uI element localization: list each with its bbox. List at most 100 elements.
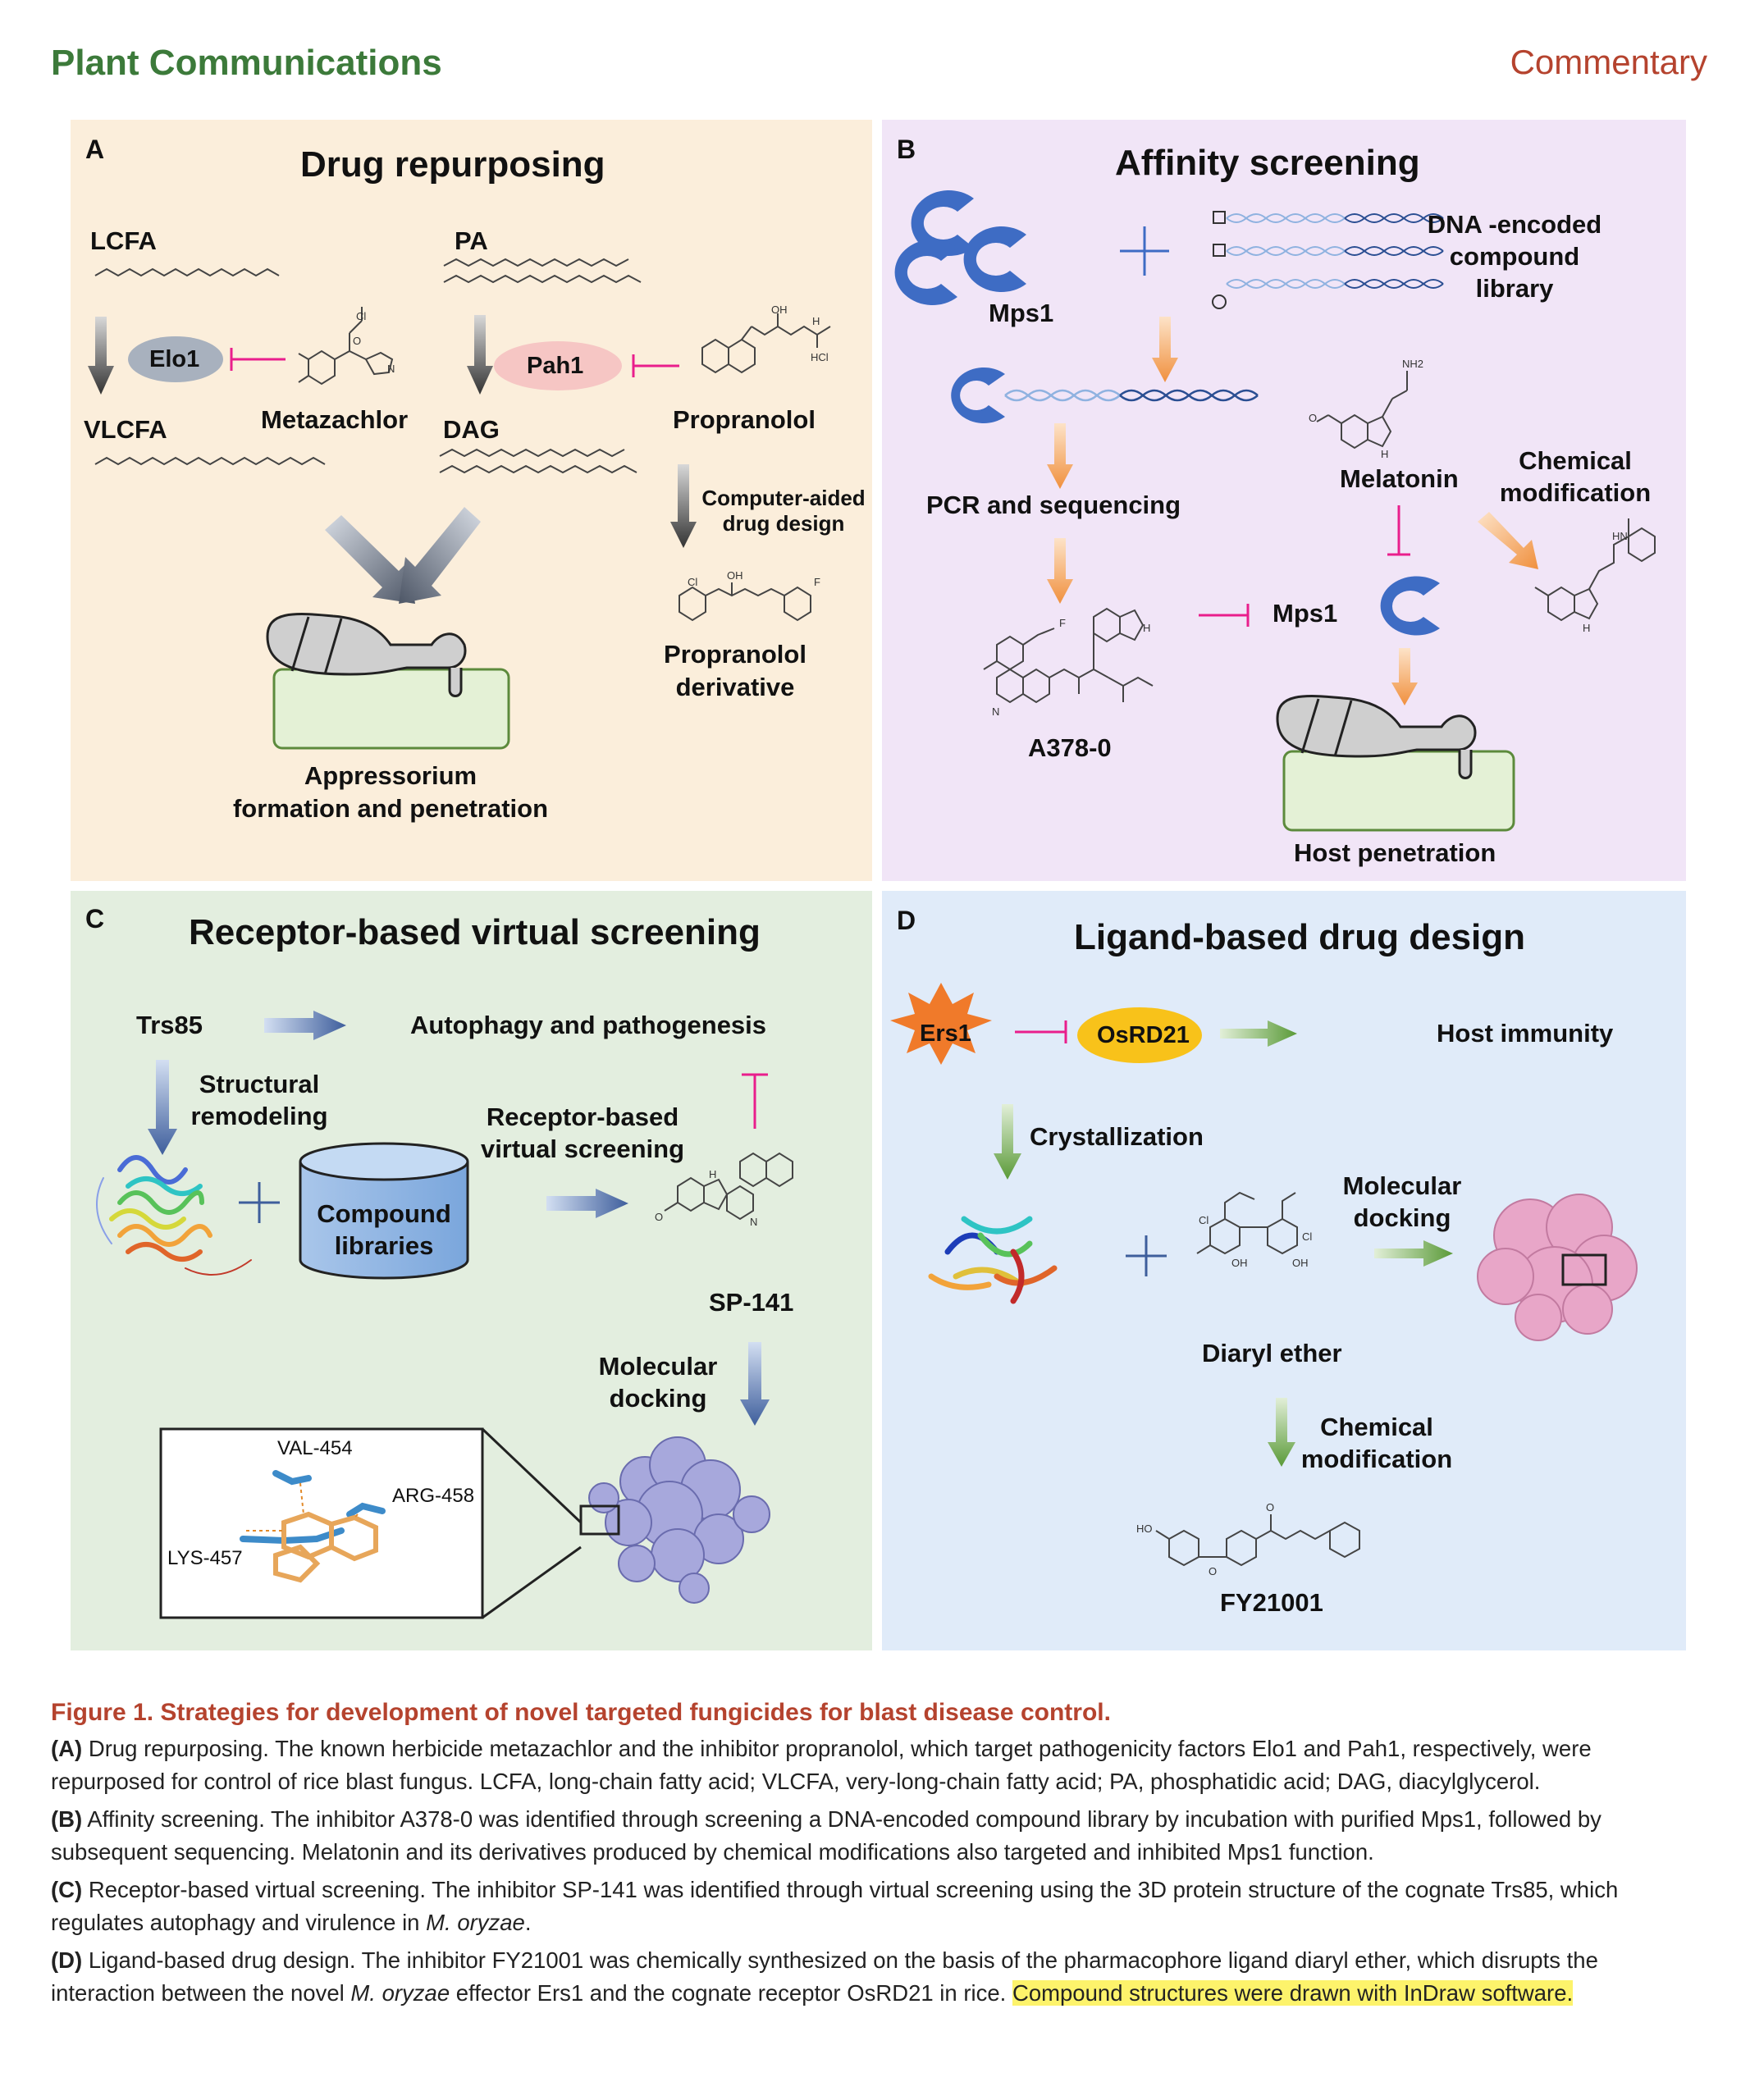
library-binding-arrow — [1152, 317, 1178, 382]
trs85-protein-structure — [96, 1155, 252, 1276]
a378-atom-n: N — [992, 705, 1000, 718]
panel-a-title: Drug repurposing — [300, 144, 605, 185]
pcr-sequencing-label: PCR and sequencing — [926, 491, 1181, 519]
panel-a-letter: A — [85, 135, 105, 164]
panel-b-graphics — [894, 190, 1656, 832]
trs85-to-autophagy-arrow — [264, 1011, 346, 1040]
elo1-label: Elo1 — [149, 346, 200, 372]
compound-libraries-cylinder — [299, 1142, 469, 1280]
deriv-atom-f: F — [814, 576, 820, 588]
chemical-modification-arrow-d — [1268, 1398, 1295, 1467]
pa-label: PA — [455, 226, 488, 255]
article-type: Commentary — [1510, 43, 1707, 81]
plant-surface-b — [1282, 750, 1515, 832]
virtual-screening-arrow — [546, 1189, 628, 1218]
diaryl-atom-cl: Cl — [1199, 1214, 1209, 1226]
melatonin-atom-h: H — [1381, 448, 1389, 460]
caption-highlight: Compound structures were drawn with InDr… — [1012, 1980, 1574, 2006]
diaryl-ether-label: Diaryl ether — [1202, 1339, 1342, 1367]
trs85-label: Trs85 — [136, 1011, 203, 1039]
a378-atom-h: H — [1143, 622, 1151, 634]
osrd21-surface-model — [1477, 1194, 1638, 1341]
figure-caption: Figure 1. Strategies for development of … — [51, 1696, 1708, 2015]
propranolol-derivative-structure — [679, 582, 811, 622]
propranolol-atom-h: H — [812, 315, 820, 327]
melatonin-derivative-structure — [1534, 518, 1656, 622]
ers1-crystal-structure — [928, 1216, 1058, 1304]
panel-a: A Drug repurposing LCFA PA Elo1 Pah1 Met… — [71, 120, 872, 881]
mps1-label: Mps1 — [989, 299, 1054, 327]
structural-remodeling-arrow — [148, 1060, 177, 1155]
lcfa-to-vlcfa-arrow — [88, 317, 114, 395]
journal-name: Plant Communications — [51, 43, 442, 83]
diaryl-atom-oh2: OH — [1292, 1257, 1309, 1269]
diaryl-ether-structure — [1196, 1191, 1298, 1255]
metazachlor-atom-cl: Cl — [356, 310, 367, 322]
chemical-modification-arrow — [1478, 512, 1538, 569]
crystallization-arrow — [994, 1104, 1021, 1180]
mps1-protein-cluster — [894, 190, 1026, 305]
diaryl-atom-cl2: Cl — [1302, 1230, 1313, 1243]
residue-lys457: LYS-457 — [167, 1547, 243, 1569]
cadd-arrow — [670, 464, 697, 548]
residue-val454: VAL-454 — [277, 1437, 353, 1459]
propranolol-structure — [701, 313, 831, 374]
panel-a-graphics — [88, 258, 831, 750]
metazachlor-structure — [298, 307, 394, 386]
osrd21-label: OsRD21 — [1097, 1022, 1190, 1048]
osrd21-to-immunity-arrow — [1220, 1020, 1297, 1047]
dag-structure — [439, 464, 637, 474]
caption-b: (B) Affinity screening. The inhibitor A3… — [51, 1806, 1602, 1865]
panel-d-letter: D — [897, 906, 916, 935]
host-penetration-label: Host penetration — [1294, 838, 1496, 867]
caption-d: (D) Ligand-based drug design. The inhibi… — [51, 1947, 1598, 2006]
host-immunity-label: Host immunity — [1437, 1019, 1614, 1048]
mps1-target-label: Mps1 — [1273, 599, 1338, 628]
ers1-effector — [890, 983, 992, 1065]
appressorium-cell — [266, 613, 467, 697]
vlcfa-label: VLCFA — [84, 415, 167, 444]
mps1-target-protein — [1380, 576, 1440, 636]
a378-arrow — [1047, 538, 1073, 604]
arrow-dag-to-appressorium — [399, 507, 481, 604]
panel-b-letter: B — [897, 135, 916, 164]
metazachlor-atom-o: O — [353, 335, 362, 347]
panel-b-title: Affinity screening — [1115, 143, 1420, 183]
metazachlor-label: Metazachlor — [261, 405, 409, 434]
metazachlor-atom-n: N — [387, 363, 395, 375]
a378-atom-f: F — [1059, 617, 1066, 629]
a378-structure — [983, 607, 1154, 704]
docking-inset-box — [159, 1427, 484, 1619]
panel-d-title: Ligand-based drug design — [1074, 917, 1526, 957]
propranolol-label: Propranolol — [673, 405, 816, 434]
autophagy-label: Autophagy and pathogenesis — [410, 1011, 767, 1039]
host-penetration-arrow — [1391, 648, 1418, 705]
dna-encoded-library-strands — [1212, 211, 1444, 309]
melatonin-atom-nh2: NH2 — [1402, 358, 1424, 370]
propranolol-atom-oh: OH — [771, 304, 788, 316]
pa-to-dag-arrow — [467, 315, 493, 395]
osrd21-receptor — [1077, 1007, 1202, 1063]
a378-label: A378-0 — [1028, 733, 1112, 762]
melatonin-atom-o: O — [1309, 412, 1318, 424]
fy21001-label: FY21001 — [1220, 1588, 1323, 1617]
lcfa-structure — [94, 267, 280, 277]
pa-structure — [443, 274, 642, 284]
sp141-atom-h: H — [709, 1168, 717, 1180]
fy21001-atom-o: O — [1209, 1565, 1218, 1577]
elo1-enzyme — [128, 336, 223, 382]
pah1-enzyme — [494, 341, 622, 390]
trs85-surface-model — [588, 1436, 770, 1604]
derivative-atom-hn: HN — [1612, 530, 1628, 542]
melatonin-label: Melatonin — [1340, 464, 1459, 493]
